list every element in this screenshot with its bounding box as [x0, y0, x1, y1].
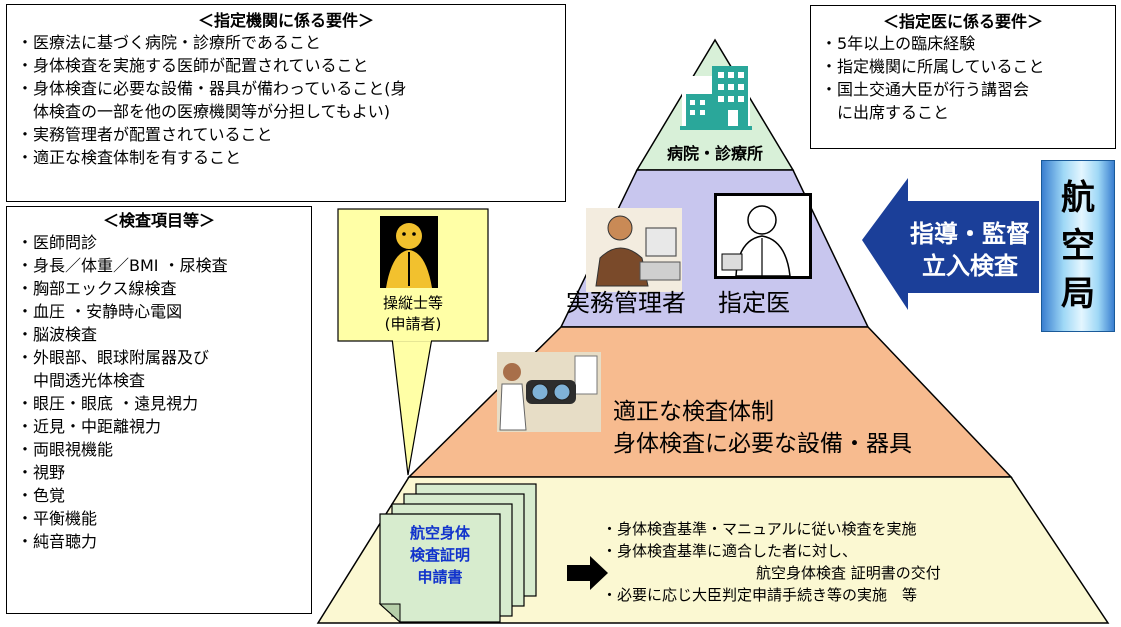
list-item: ・色覚: [17, 486, 66, 505]
list-item: ・実務管理者が配置されていること: [17, 125, 273, 144]
list-item: ・胸部エックス線検査: [17, 279, 177, 298]
list-item: ・国土交通大臣が行う講習会: [821, 80, 1030, 99]
document-line: 航空身体: [409, 524, 470, 542]
list-item: ・身長／体重／BMI ・尿検査: [17, 256, 228, 275]
list-item: ・必要に応じ大臣判定申請手続き等の実施 等: [602, 586, 918, 604]
aviation-bureau-box: 航 空 局: [1041, 160, 1115, 332]
aviation-bureau-char: 空: [1061, 226, 1095, 266]
pyramid-top-label: 病院・診療所: [666, 144, 763, 163]
list-item: 体検査の一部を他の医療機関等が分担してもよい): [17, 102, 390, 121]
list-item: 航空身体検査 証明書の交付: [756, 564, 941, 582]
list-item: ・近見・中距離視力: [17, 417, 162, 436]
right-arrow-icon: [567, 556, 608, 590]
designated-doctor-list: ・5年以上の臨床経験 ・指定機関に所属していること ・国土交通大臣が行う講習会 …: [821, 32, 1105, 124]
exam-items-list: ・医師問診 ・身長／体重／BMI ・尿検査 ・胸部エックス線検査 ・血圧 ・安静…: [17, 231, 301, 553]
list-item: ・外眼部、眼球附属器及び: [17, 348, 210, 367]
exam-items-box: ＜検査項目等＞ ・医師問診 ・身長／体重／BMI ・尿検査 ・胸部エックス線検査…: [6, 206, 312, 614]
arrow-line: 立入検査: [922, 252, 1018, 280]
list-item: ・身体検査基準に適合した者に対し、: [602, 542, 858, 560]
list-item: 中間透光体検査: [17, 371, 146, 390]
list-item: ・血圧 ・安静時心電図: [17, 302, 183, 321]
list-item: に出席すること: [821, 103, 950, 122]
inspection-system-text: 適正な検査体制 身体検査に必要な設備・器具: [613, 396, 912, 460]
inspection-system-line: 適正な検査体制: [613, 399, 774, 425]
arrow-line: 指導・監督: [910, 220, 1030, 248]
list-item: ・身体検査基準・マニュアルに従い検査を実施: [602, 520, 917, 538]
applicant-callout-tail: [391, 337, 433, 476]
exam-items-title: ＜検査項目等＞: [102, 211, 215, 230]
applicant-label: 操縦士等 (申請者): [338, 293, 488, 335]
list-item: ・純音聴力: [17, 532, 98, 551]
list-item: ・視野: [17, 463, 66, 482]
list-item: ・脳波検査: [17, 325, 98, 344]
practice-manager-label: 実務管理者: [566, 289, 686, 317]
supervision-arrow: [862, 178, 1039, 310]
eye-exam-illustration-icon: [497, 352, 601, 432]
applicant-line: 操縦士等: [382, 294, 443, 312]
document-line: 申請書: [417, 568, 463, 586]
aviation-bureau-char: 局: [1061, 274, 1095, 314]
list-item: ・指定機関に所属していること: [821, 57, 1045, 76]
list-item: ・両眼視機能: [17, 440, 114, 459]
list-item: ・身体検査を実施する医師が配置されていること: [17, 56, 369, 75]
designated-doctor-title: ＜指定医に係る要件＞: [882, 12, 1043, 31]
designated-doctor-label: 指定医: [718, 289, 790, 317]
doctor-illustration-icon: [714, 193, 812, 279]
designated-doctor-requirements-box: ＜指定医に係る要件＞ ・5年以上の臨床経験 ・指定機関に所属していること ・国土…: [810, 5, 1116, 149]
designated-institution-title: ＜指定機関に係る要件＞: [197, 11, 374, 30]
pilot-illustration-icon: [380, 216, 438, 288]
list-item: ・医療法に基づく病院・診療所であること: [17, 33, 321, 52]
list-item: ・平衡機能: [17, 509, 98, 528]
application-document-label: 航空身体 検査証明 申請書: [384, 522, 496, 588]
list-item: ・眼圧・眼底 ・遠見視力: [17, 394, 199, 413]
bottom-duties-list: ・身体検査基準・マニュアルに従い検査を実施 ・身体検査基準に適合した者に対し、 …: [602, 518, 941, 606]
supervision-arrow-text: 指導・監督 立入検査: [904, 218, 1036, 282]
list-item: ・身体検査に必要な設備・器具が備わっていること(身: [17, 79, 407, 98]
aviation-bureau-char: 航: [1061, 178, 1095, 218]
document-line: 検査証明: [409, 546, 470, 564]
equipment-line: 身体検査に必要な設備・器具: [613, 431, 912, 457]
list-item: ・5年以上の臨床経験: [821, 34, 976, 53]
applicant-line: (申請者): [384, 315, 442, 333]
list-item: ・適正な検査体制を有すること: [17, 148, 242, 167]
designated-institution-list: ・医療法に基づく病院・診療所であること ・身体検査を実施する医師が配置されている…: [17, 31, 555, 169]
list-item: ・医師問診: [17, 233, 98, 252]
hospital-icon: [680, 66, 752, 130]
manager-illustration-icon: [586, 208, 682, 292]
designated-institution-requirements-box: ＜指定機関に係る要件＞ ・医療法に基づく病院・診療所であること ・身体検査を実施…: [6, 4, 566, 202]
application-document-stack: [378, 483, 537, 624]
